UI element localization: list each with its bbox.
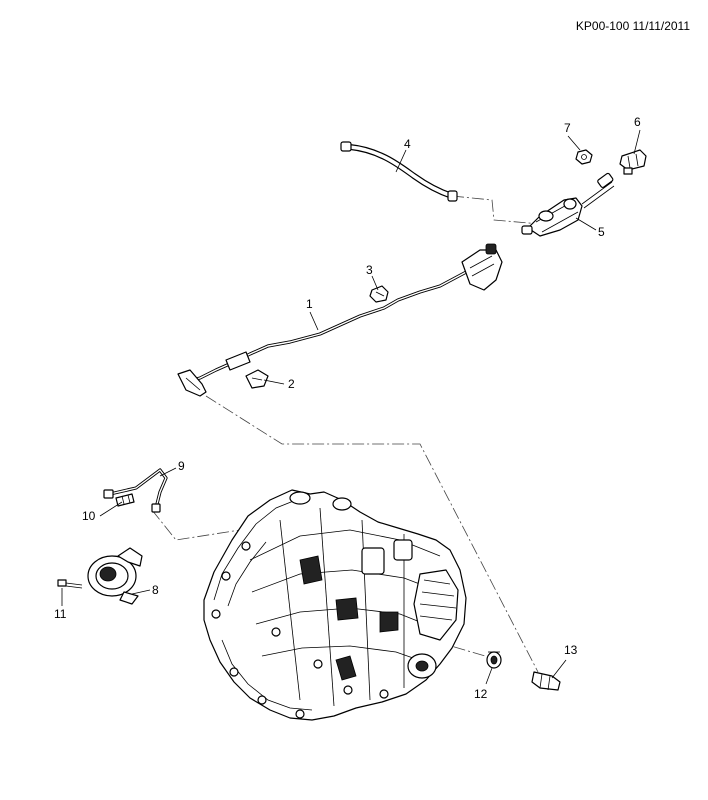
callout-10: 10 [82, 509, 96, 523]
callout-3: 3 [366, 263, 373, 277]
part-6-clip[interactable] [619, 149, 647, 175]
part-5-master-cylinder[interactable] [521, 172, 615, 237]
part-1-clutch-pipe[interactable] [177, 243, 503, 397]
callout-1: 1 [306, 297, 313, 311]
part-8-slave-cylinder[interactable] [87, 547, 143, 605]
part-9-hydraulic-line[interactable] [103, 468, 168, 513]
part-13-connector[interactable] [531, 671, 561, 691]
part-11-bolt[interactable] [57, 579, 83, 589]
callout-leaders [61, 129, 641, 685]
callout-6: 6 [634, 115, 641, 129]
callout-7: 7 [564, 121, 571, 135]
callout-5: 5 [598, 225, 605, 239]
callout-13: 13 [564, 643, 578, 657]
callout-labels: 1 2 3 4 5 6 7 8 9 10 11 12 13 [54, 115, 641, 701]
callout-2: 2 [288, 377, 295, 391]
part-2-retainer-clip[interactable] [245, 369, 269, 389]
callout-11: 11 [54, 607, 67, 621]
part-12-bushing[interactable] [486, 651, 502, 669]
part-3-bracket[interactable] [369, 285, 389, 303]
transmission-housing [203, 489, 467, 721]
callout-9: 9 [178, 459, 185, 473]
part-7-nut[interactable] [575, 149, 593, 165]
callout-8: 8 [152, 583, 159, 597]
part-4-hose[interactable] [340, 141, 458, 202]
callout-4: 4 [404, 137, 411, 151]
callout-12: 12 [474, 687, 488, 701]
diagram-reference-code: KP00-100 11/11/2011 [575, 19, 690, 33]
